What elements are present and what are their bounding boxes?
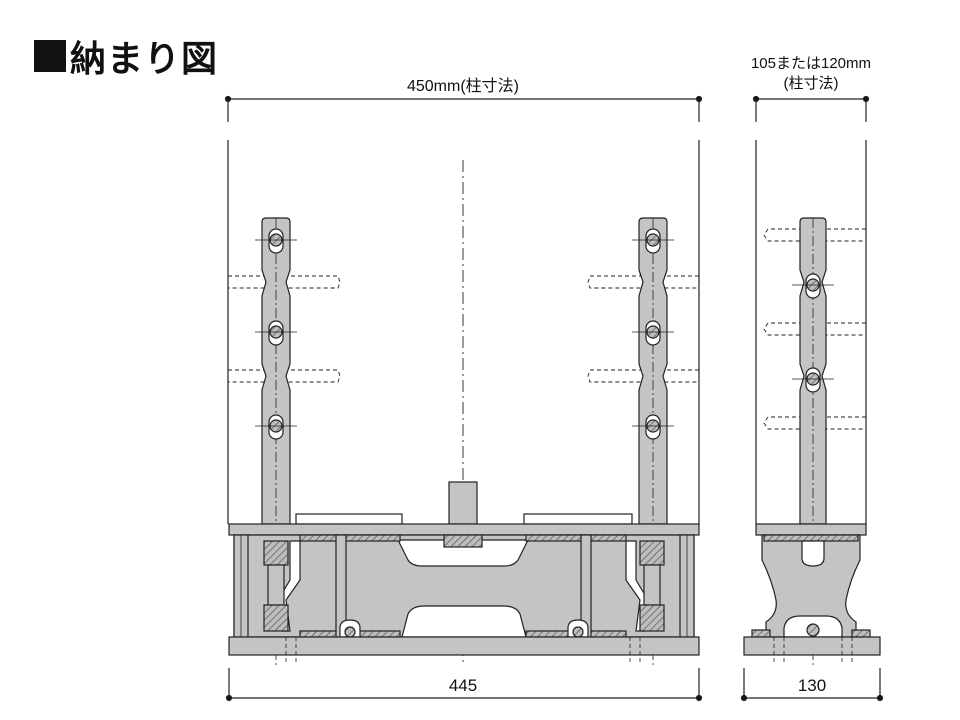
- front-base-body: [233, 534, 695, 638]
- front-right-bolt-3: [632, 414, 674, 440]
- front-right-bolt-2: [632, 320, 674, 346]
- front-bottom-dimension: [225, 668, 703, 702]
- front-top-dim-label: 450mm(柱寸法): [407, 77, 519, 95]
- front-column-outline: [227, 140, 700, 524]
- front-left-pad: [295, 513, 403, 525]
- side-top-cap: [755, 523, 867, 536]
- side-view: 105または120mm (柱寸法): [740, 55, 884, 702]
- side-bolt-2: [792, 367, 834, 393]
- side-bottom-dimension: [740, 668, 884, 702]
- front-view: 450mm(柱寸法): [224, 77, 703, 702]
- front-right-bolt-1: [632, 228, 674, 254]
- front-base-plate: [228, 636, 700, 656]
- front-right-plate: [632, 217, 674, 665]
- side-plate: [792, 217, 834, 665]
- front-center-pin: [448, 481, 478, 525]
- front-anchor-dashes: [285, 637, 641, 665]
- page-title: 納まり図: [34, 30, 218, 82]
- square-bullet-icon: [34, 40, 66, 72]
- side-bolt-1: [792, 273, 834, 299]
- side-base-body: [751, 534, 871, 638]
- side-top-dim-label-2: (柱寸法): [784, 75, 839, 92]
- front-left-bolt-1: [255, 228, 297, 254]
- front-left-bolt-3: [255, 414, 297, 440]
- front-dashed-pins: [228, 275, 699, 383]
- front-left-plate: [255, 217, 297, 665]
- side-column-outline: [755, 140, 867, 524]
- front-top-cap: [228, 523, 700, 536]
- title-text: 納まり図: [70, 38, 219, 79]
- side-bottom-dim-label: 130: [798, 676, 826, 695]
- side-top-dim-label-1: 105または120mm: [751, 55, 871, 72]
- front-right-pad: [523, 513, 633, 525]
- side-base-plate: [743, 636, 881, 656]
- side-top-dimension: [752, 95, 870, 122]
- side-anchor-dashes: [773, 637, 853, 665]
- front-bottom-dim-label: 445: [449, 676, 477, 695]
- front-top-dimension: [224, 95, 703, 122]
- front-left-bolt-2: [255, 320, 297, 346]
